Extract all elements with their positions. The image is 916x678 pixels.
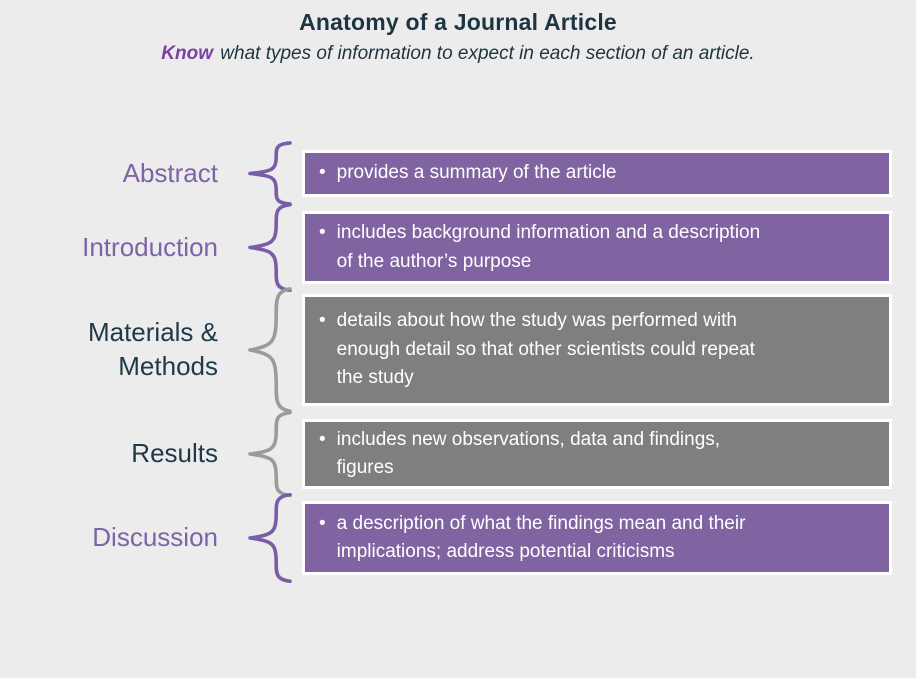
bullet-text: a description of what the findings mean … <box>336 512 746 563</box>
bullet-line: • includes background information and a … <box>305 219 776 276</box>
bullet-box: • provides a summary of the article <box>302 150 892 197</box>
bullet-icon: • <box>319 222 326 243</box>
bullet-icon: • <box>319 512 326 534</box>
bullet-line: • includes new observations, data and fi… <box>305 426 736 483</box>
section-label: Discussion <box>92 522 218 553</box>
page-title: Anatomy of a Journal Article <box>299 9 617 35</box>
bullet-line: • provides a summary of the article <box>305 159 633 188</box>
header: Anatomy of a Journal Article Know what t… <box>0 0 916 65</box>
brace-icon <box>244 141 294 206</box>
section-row-introduction: Introduction • includes background infor… <box>0 211 916 284</box>
bullet-text: includes background information and a de… <box>336 222 761 272</box>
subtitle-emphasis: Know <box>161 43 214 64</box>
bullet-text: details about how the study was performe… <box>336 310 755 389</box>
bullet-line: • a description of what the findings mea… <box>305 510 761 567</box>
subtitle: Know what types of information to expect… <box>0 43 916 65</box>
brace-icon <box>244 410 294 498</box>
bullet-icon: • <box>319 310 326 332</box>
section-row-materials-methods: Materials & Methods • details about how … <box>0 294 916 406</box>
bullet-icon: • <box>319 428 326 450</box>
section-label: Materials & Methods <box>87 317 218 381</box>
bullet-box: • includes background information and a … <box>302 211 892 284</box>
brace-icon <box>244 202 294 293</box>
bullet-icon: • <box>319 162 326 184</box>
subtitle-text: what types of information to expect in e… <box>215 43 755 64</box>
section-row-abstract: Abstract • provides a summary of the art… <box>0 150 916 197</box>
section-label: Abstract <box>122 157 218 188</box>
diagram: Abstract • provides a summary of the art… <box>0 150 916 575</box>
bullet-text: provides a summary of the article <box>336 162 617 184</box>
bullet-text: includes new observations, data and find… <box>336 428 721 479</box>
section-label: Introduction <box>82 231 218 262</box>
section-label: Results <box>131 438 218 469</box>
bullet-line: • details about how the study was perfor… <box>305 307 771 393</box>
brace-icon <box>244 285 294 415</box>
bullet-box: • includes new observations, data and fi… <box>302 419 892 489</box>
section-row-results: Results • includes new observations, dat… <box>0 419 916 489</box>
section-row-discussion: Discussion • a description of what the f… <box>0 501 916 575</box>
brace-icon <box>244 492 294 584</box>
bullet-box: • details about how the study was perfor… <box>302 294 892 406</box>
bullet-box: • a description of what the findings mea… <box>302 501 892 575</box>
